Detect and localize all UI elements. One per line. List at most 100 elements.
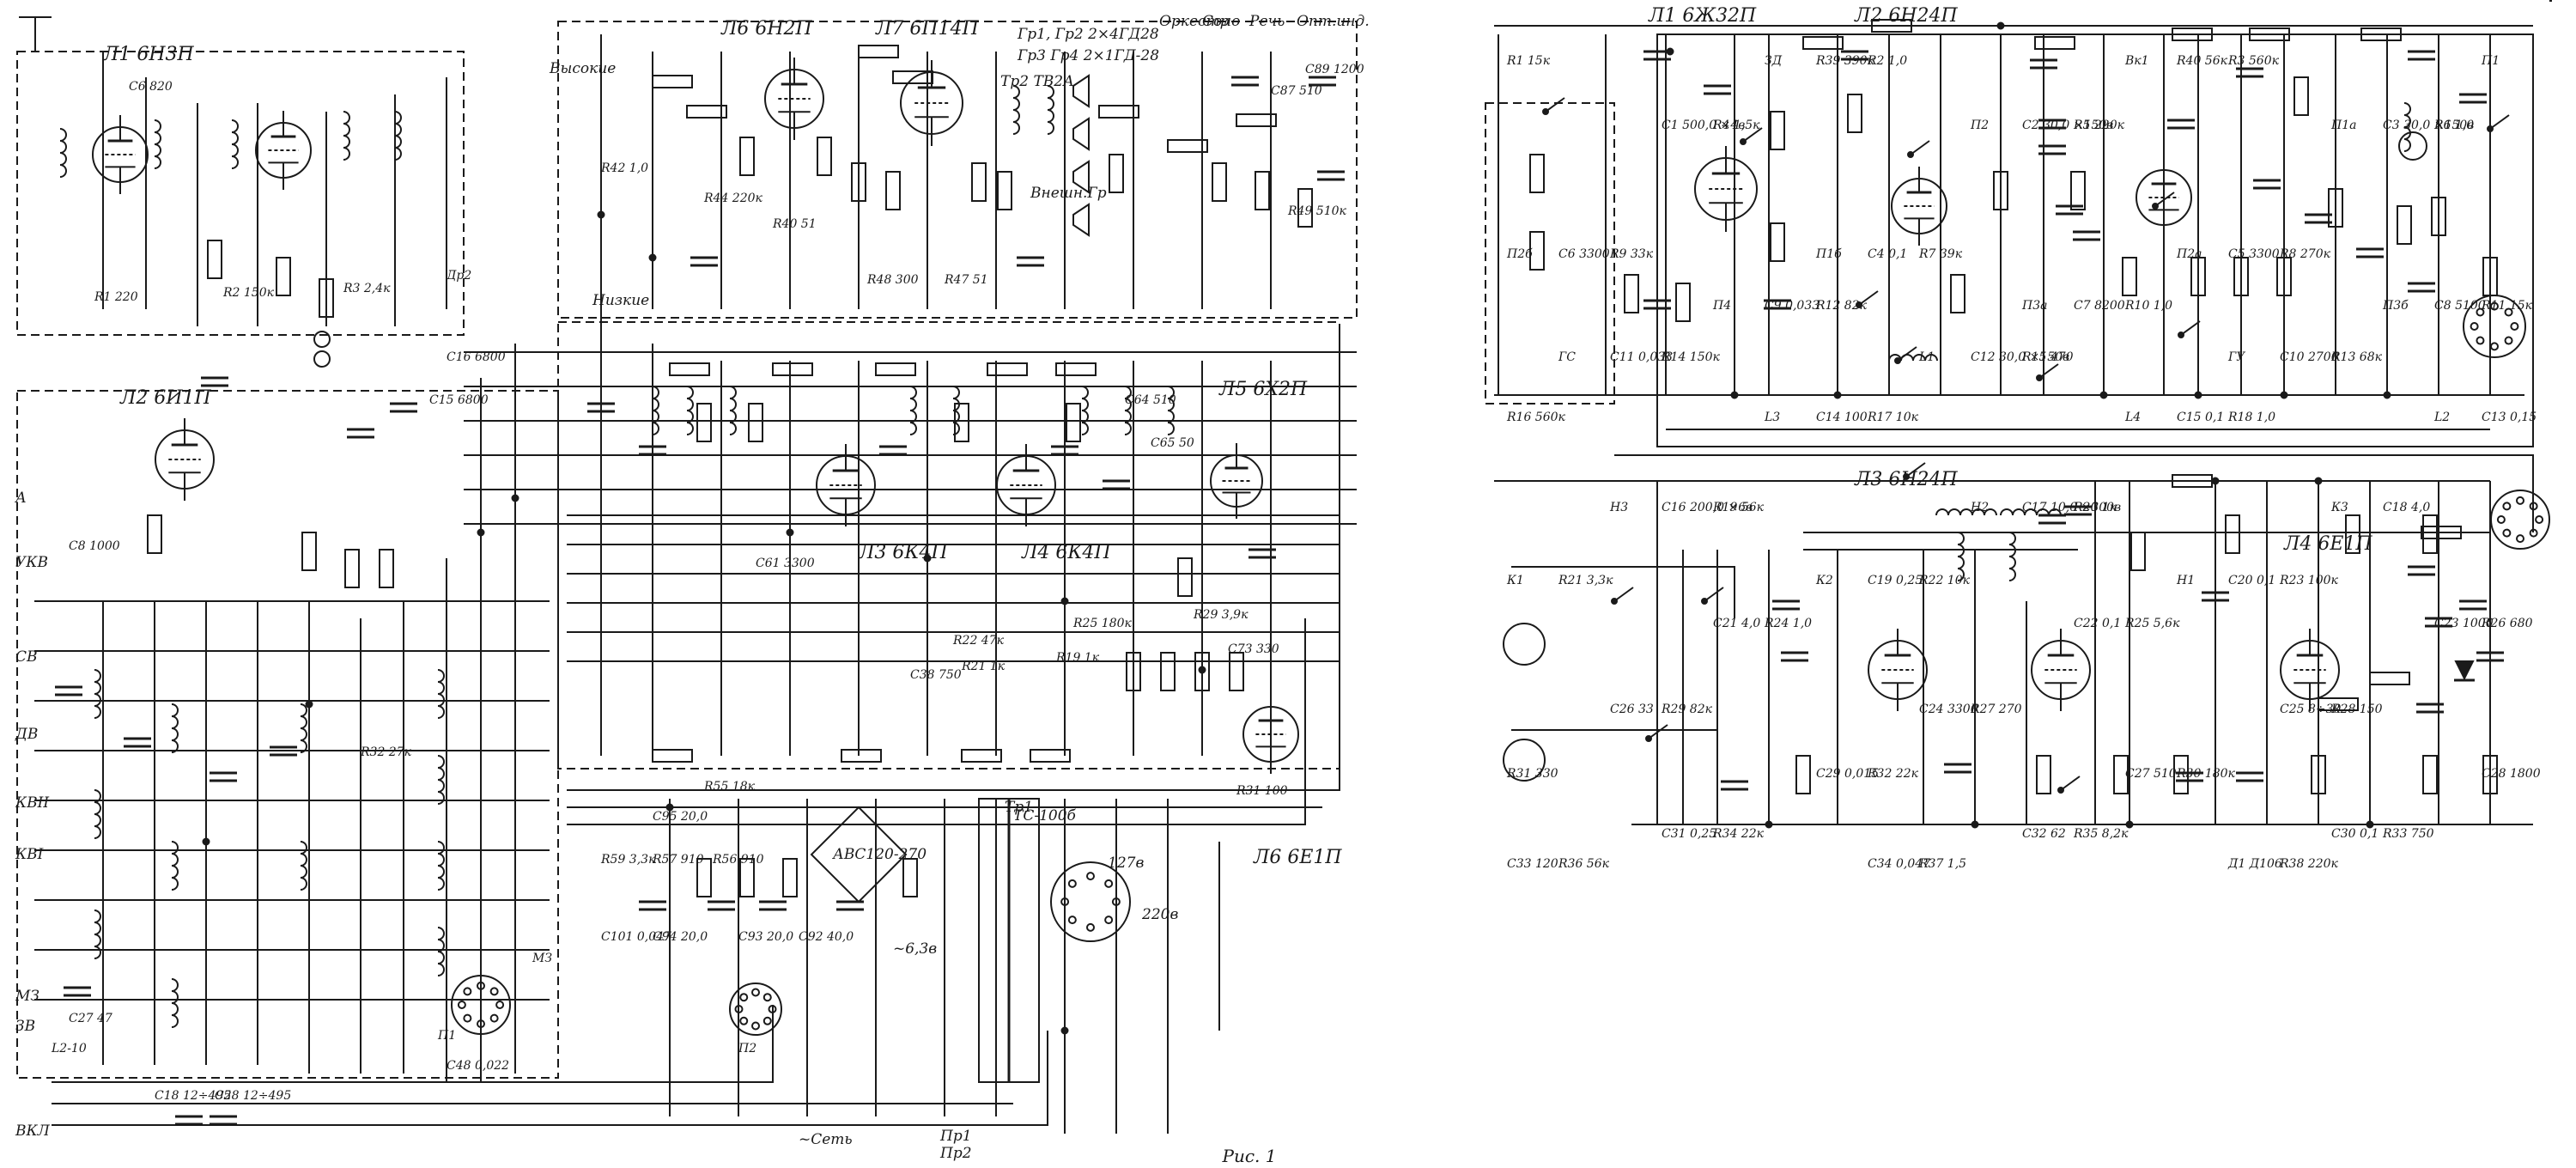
tube-label: Л5 6Х2П [1218, 379, 1308, 400]
resistor-symbol [1297, 188, 1313, 228]
resistor-symbol [892, 70, 933, 84]
control-label: Низкие [592, 292, 649, 309]
resistor-symbol [1770, 111, 1785, 150]
resistor-symbol [1255, 171, 1270, 210]
socket-pin [2529, 528, 2538, 538]
component-label: R34 22к [1712, 827, 1765, 841]
resistor-symbol [2431, 197, 2446, 236]
coil-symbol [231, 119, 239, 169]
component-label: R15 470 [2021, 350, 2074, 364]
component-label: L4 [2124, 411, 2141, 424]
band-label: КВII [15, 794, 49, 812]
component-label: R21 3,3к [1558, 574, 1613, 587]
component-label: R48 300 [866, 273, 919, 287]
junction-dot [665, 803, 674, 812]
control-label: Опт.инд. [1297, 13, 1370, 30]
module-audio-box [557, 21, 1358, 319]
component-label: R40 51 [772, 217, 817, 231]
resistor-symbol [2172, 27, 2213, 41]
component-label: C48 0,022 [447, 1059, 509, 1073]
resistor-symbol [1675, 283, 1691, 322]
component-label: C93 20,0 [738, 930, 793, 944]
component-label: C7 8200 [2074, 299, 2125, 313]
component-label: П1б [1815, 247, 1842, 261]
junction-dot [2125, 820, 2134, 829]
component-label: C27 510 [2125, 767, 2177, 781]
resistor-symbol [1212, 162, 1227, 202]
component-label: МЗ [532, 952, 552, 965]
socket-pin [751, 1021, 760, 1031]
component-label: R27 270 [1970, 703, 2022, 716]
component-label: L2 [2433, 411, 2450, 424]
speaker-symbol [1072, 74, 1090, 108]
component-label: П1 [2481, 54, 2500, 68]
socket-pin [2490, 342, 2499, 351]
mains-socket [1050, 861, 1131, 942]
resistor-symbol [301, 532, 317, 571]
component-label: К2 [1815, 574, 1833, 587]
component-label: C2 30,0 ×150в [2022, 119, 2113, 132]
component-label: R30 180к [2176, 767, 2236, 781]
component-label: R33 750 [2382, 827, 2434, 841]
component-label: C5 3300 [2228, 247, 2280, 261]
coil-symbol [1081, 386, 1089, 435]
component-label: C10 2700 [2280, 350, 2339, 364]
component-label: C9 0,033 [1765, 299, 1820, 313]
socket-pin [2502, 502, 2512, 511]
resistor-symbol [987, 362, 1028, 376]
switch-contact [2060, 776, 2081, 791]
socket-pin [495, 1001, 505, 1009]
component-label: R38 220к [2279, 857, 2339, 871]
component-label: C28 12÷495 [215, 1089, 291, 1103]
component-label: R1 220 [94, 290, 138, 304]
resistor-symbol [2122, 257, 2137, 296]
coil-symbol [171, 841, 179, 891]
junction-dot [1060, 597, 1069, 605]
switch-contact [2489, 114, 2510, 130]
component-label: L1 [1918, 350, 1935, 364]
socket-pin [1067, 916, 1077, 925]
socket-pin [2516, 496, 2524, 505]
component-label: C101 0,047 [601, 930, 671, 944]
component-label: L2-10 [51, 1042, 87, 1055]
component-label: П2 [738, 1042, 756, 1055]
component-label: R26 680 [2481, 617, 2533, 630]
component-label: C16 200,0 ×6в [1662, 501, 1753, 514]
component-label: R19 56к [1712, 501, 1765, 514]
component-label: C3 30,0 ×150в [2383, 119, 2474, 132]
component-label: R32 22к [1867, 767, 1919, 781]
resistor-symbol [1529, 154, 1545, 193]
switch-contact [1613, 587, 1634, 602]
component-label: Н1 [2176, 574, 2195, 587]
socket-pin [2535, 515, 2544, 524]
tube-label: Л1 6Ж32П [1648, 5, 1757, 27]
wire [52, 1031, 1048, 1126]
resistor-symbol [2173, 755, 2189, 794]
component-label: C6 820 [129, 80, 173, 94]
tube-label: Л1 6Н3П [102, 44, 195, 65]
power-label: ~6,3в [893, 940, 937, 958]
component-label: R3 2,4к [343, 282, 391, 295]
component-label: R23 100к [2279, 574, 2339, 587]
component-label: Д1 Д106 [2227, 857, 2282, 871]
power-label: ТС-100б [1013, 807, 1077, 824]
resistor-symbol [858, 45, 899, 58]
power-label: Тр1 [1005, 799, 1033, 816]
component-label: C19 0,25 [1868, 574, 1923, 587]
coil-symbol [1957, 532, 1965, 581]
coil-symbol [94, 789, 101, 839]
junction-dot [2314, 477, 2323, 485]
tube-label: Л2 6Н24П [1854, 5, 1959, 27]
resistor-symbol [2369, 672, 2410, 685]
socket-pin [463, 1013, 472, 1023]
socket-pin [2510, 322, 2519, 331]
component-label: R25 180к [1072, 617, 1133, 630]
coil-symbol [1012, 85, 1020, 135]
component-label: R35 8,2к [2073, 827, 2129, 841]
module-input-box [16, 390, 559, 1079]
socket-pin [762, 993, 772, 1002]
resistor-symbol [652, 749, 693, 763]
band-label: ДВ [15, 726, 38, 743]
resistor-symbol [1055, 362, 1097, 376]
